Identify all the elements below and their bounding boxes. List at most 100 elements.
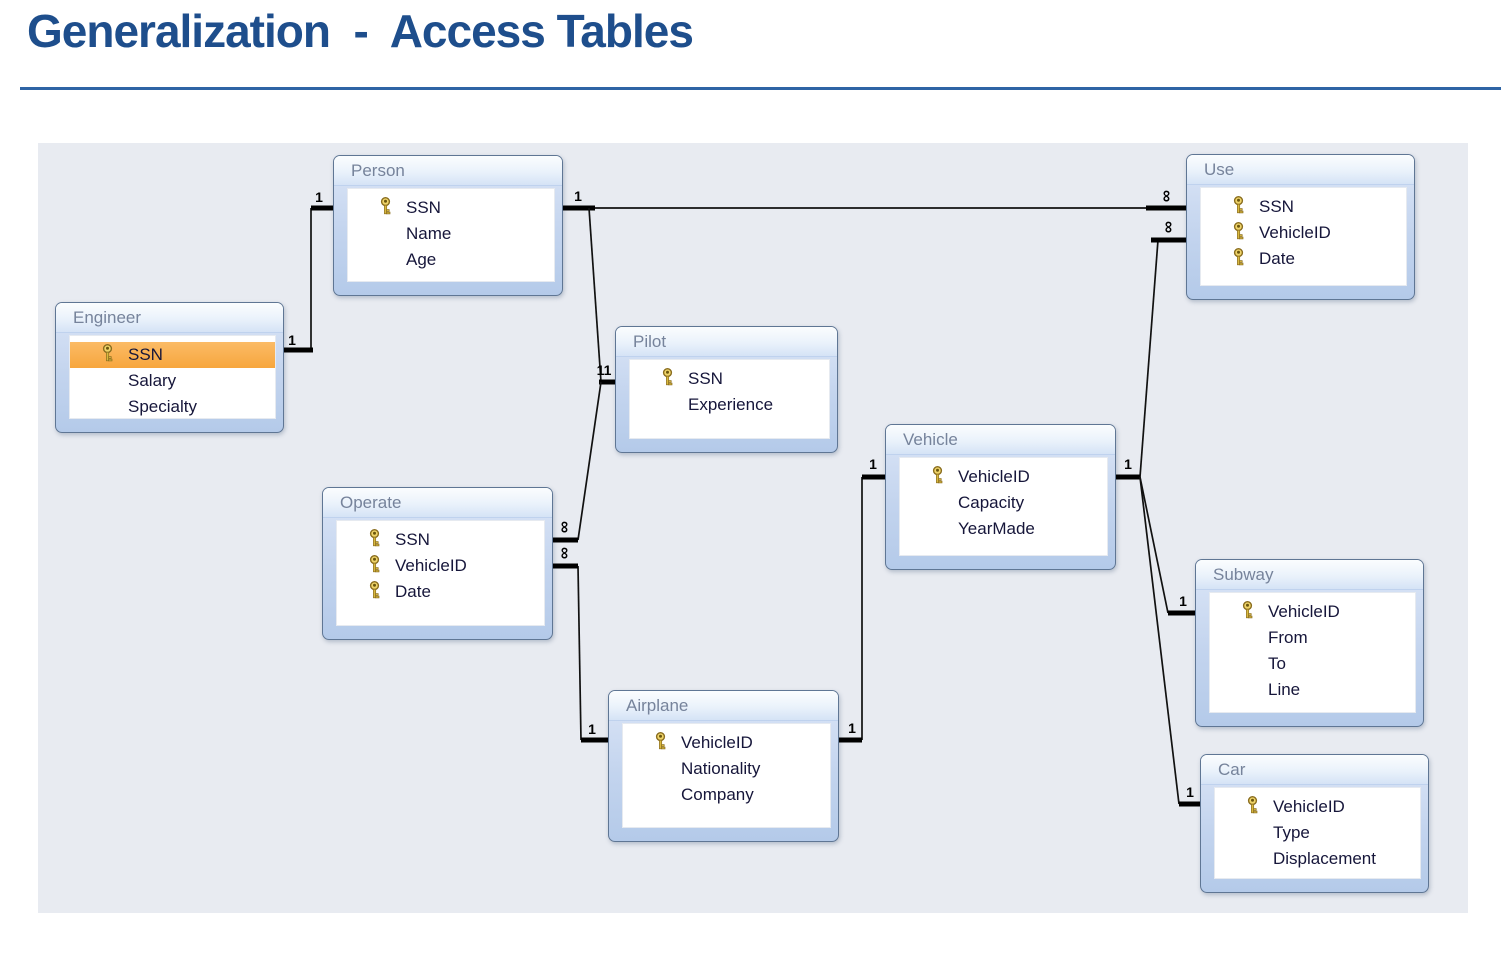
key-icon-cell [654, 367, 680, 391]
table-header-pilot[interactable]: Pilot [616, 327, 837, 357]
field-row-subway-line[interactable]: Line [1210, 677, 1415, 703]
field-row-pilot-experience[interactable]: Experience [630, 392, 829, 418]
field-row-vehicle-vehicleid[interactable]: VehicleID [900, 464, 1107, 490]
field-row-person-ssn[interactable]: SSN [348, 195, 554, 221]
field-name: VehicleID [681, 733, 753, 752]
key-icon-cell [1239, 795, 1265, 819]
table-header-use[interactable]: Use [1187, 155, 1414, 185]
key-icon-cell [372, 196, 398, 220]
key-icon-cell [647, 731, 673, 755]
field-row-person-name[interactable]: Name [348, 221, 554, 247]
field-row-use-date[interactable]: Date [1201, 246, 1406, 272]
field-row-airplane-nationality[interactable]: Nationality [623, 756, 830, 782]
key-icon [368, 580, 381, 604]
field-name: SSN [1259, 197, 1294, 216]
field-row-vehicle-yearmade[interactable]: YearMade [900, 516, 1107, 542]
field-row-person-age[interactable]: Age [348, 247, 554, 273]
key-icon-cell [361, 580, 387, 604]
field-name: Type [1273, 823, 1310, 842]
field-row-car-type[interactable]: Type [1215, 820, 1420, 846]
field-row-car-displacement[interactable]: Displacement [1215, 846, 1420, 872]
field-name: VehicleID [395, 556, 467, 575]
field-name: Experience [688, 395, 774, 414]
field-row-engineer-salary[interactable]: Salary [70, 368, 275, 394]
field-row-subway-to[interactable]: To [1210, 651, 1415, 677]
field-name: VehicleID [958, 467, 1030, 486]
key-icon [368, 528, 381, 552]
key-icon [931, 465, 944, 489]
table-title: Subway [1213, 564, 1274, 584]
field-name: Date [395, 582, 431, 601]
table-header-operate[interactable]: Operate [323, 488, 552, 518]
table-header-car[interactable]: Car [1201, 755, 1428, 785]
key-icon [1246, 795, 1259, 819]
field-row-engineer-ssn[interactable]: SSN [70, 342, 275, 368]
table-title: Engineer [73, 307, 142, 327]
key-icon-cell [1234, 600, 1260, 624]
table-field-list-operate: SSN VehicleID Date [336, 520, 545, 626]
field-row-airplane-vehicleid[interactable]: VehicleID [623, 730, 830, 756]
table-title: Operate [340, 492, 402, 512]
key-icon [1232, 195, 1245, 219]
table-header-subway[interactable]: Subway [1196, 560, 1423, 590]
field-row-operate-ssn[interactable]: SSN [337, 527, 544, 553]
field-row-subway-from[interactable]: From [1210, 625, 1415, 651]
field-row-car-vehicleid[interactable]: VehicleID [1215, 794, 1420, 820]
table-header-person[interactable]: Person [334, 156, 562, 186]
field-name: Displacement [1273, 849, 1376, 868]
field-name: YearMade [958, 519, 1035, 538]
key-icon-cell [1225, 221, 1251, 245]
table-title: Car [1218, 759, 1246, 779]
table-title: Airplane [626, 695, 689, 715]
field-row-airplane-company[interactable]: Company [623, 782, 830, 808]
table-field-list-use: SSN VehicleID Date [1200, 187, 1407, 286]
field-row-use-vehicleid[interactable]: VehicleID [1201, 220, 1406, 246]
field-row-use-ssn[interactable]: SSN [1201, 194, 1406, 220]
table-title: Vehicle [903, 429, 958, 449]
key-icon-cell [1225, 247, 1251, 271]
field-row-operate-date[interactable]: Date [337, 579, 544, 605]
field-name: VehicleID [1273, 797, 1345, 816]
key-icon-cell [1225, 195, 1251, 219]
field-name: SSN [128, 345, 163, 364]
key-icon-cell [94, 343, 120, 367]
field-name: Specialty [128, 397, 197, 416]
key-icon-cell [361, 528, 387, 552]
table-title: Use [1204, 159, 1235, 179]
field-name: SSN [688, 369, 723, 388]
key-icon [1232, 247, 1245, 271]
field-row-operate-vehicleid[interactable]: VehicleID [337, 553, 544, 579]
key-icon [1241, 600, 1254, 624]
field-row-engineer-specialty[interactable]: Specialty [70, 394, 275, 418]
field-row-vehicle-capacity[interactable]: Capacity [900, 490, 1107, 516]
field-row-subway-vehicleid[interactable]: VehicleID [1210, 599, 1415, 625]
field-row-pilot-ssn[interactable]: SSN [630, 366, 829, 392]
key-icon [379, 196, 392, 220]
field-name: SSN [406, 198, 441, 217]
key-icon [1232, 221, 1245, 245]
field-name: VehicleID [1259, 223, 1331, 242]
field-name: To [1268, 654, 1286, 673]
table-header-vehicle[interactable]: Vehicle [886, 425, 1115, 455]
field-name: Line [1268, 680, 1301, 699]
table-header-engineer[interactable]: Engineer [56, 303, 283, 333]
table-header-airplane[interactable]: Airplane [609, 691, 838, 721]
field-name: Nationality [681, 759, 761, 778]
field-name: Salary [128, 371, 177, 390]
table-title: Pilot [633, 331, 667, 351]
field-name: Age [406, 250, 437, 269]
